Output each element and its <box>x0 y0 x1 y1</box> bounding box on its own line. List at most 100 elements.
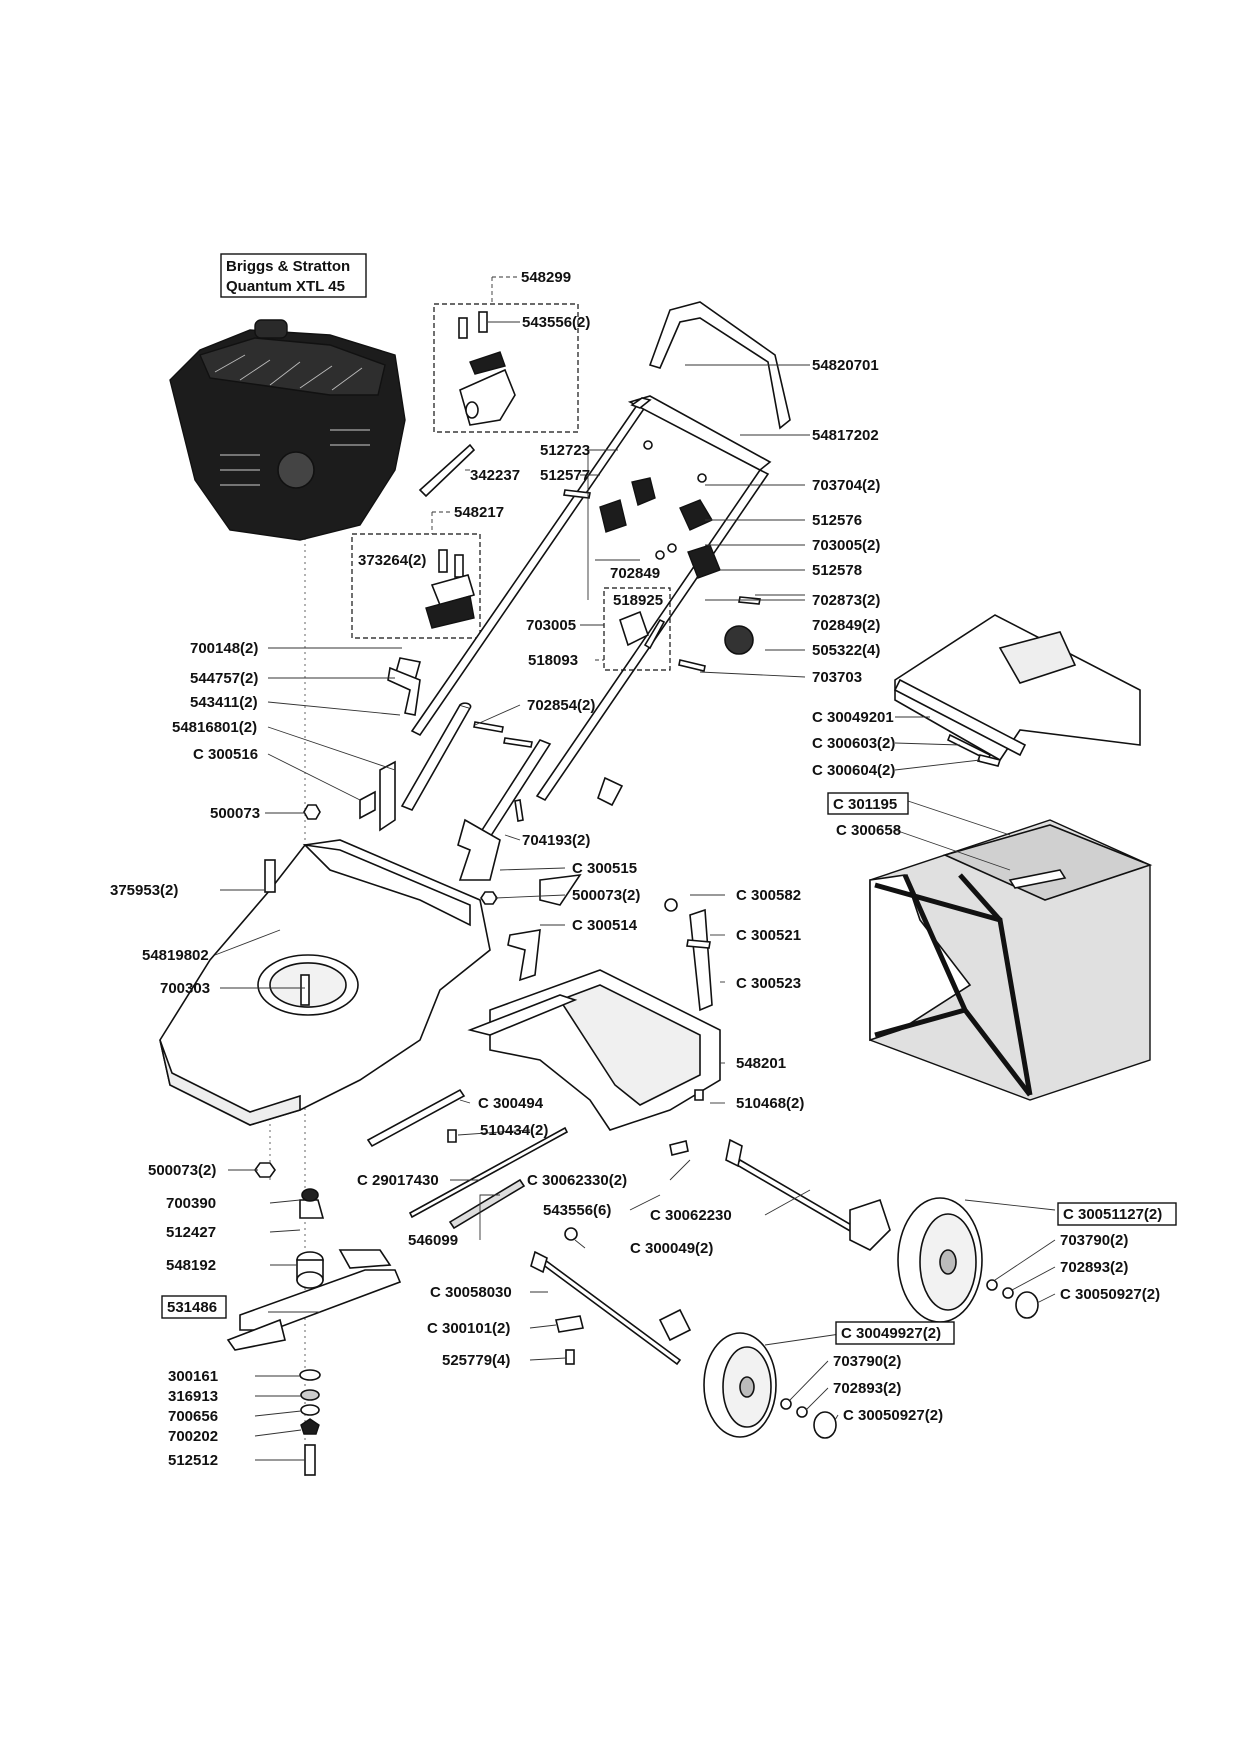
throttle-parts-drawing <box>458 311 516 426</box>
part-label-54819802: 54819802 <box>142 947 209 964</box>
part-label-300161: 300161 <box>168 1368 218 1385</box>
part-label-703704-2: 703704(2) <box>812 477 880 494</box>
part-label-c-29017430: C 29017430 <box>357 1172 439 1189</box>
upper-handle-drawing <box>648 301 791 430</box>
part-label-512576: 512576 <box>812 512 862 529</box>
part-label-702849-2: 702849(2) <box>812 617 880 634</box>
part-label-c-30050927-2b: C 30050927(2) <box>843 1407 943 1424</box>
throttle-group-box <box>433 303 579 433</box>
part-label-c-300494: C 300494 <box>478 1095 544 1112</box>
grass-bag-lid-drawing <box>893 614 1141 767</box>
part-label-c-300523: C 300523 <box>736 975 801 992</box>
part-label-375953-2: 375953(2) <box>110 882 178 899</box>
part-label-316913: 316913 <box>168 1388 218 1405</box>
part-label-704193-2: 704193(2) <box>522 832 590 849</box>
lever-parts-drawing <box>425 549 475 629</box>
part-labels: 548299 543556(2) 54820701 54817202 51272… <box>110 269 1177 1469</box>
part-label-531486-boxed: 531486 <box>161 1295 227 1319</box>
part-label-703005-2: 703005(2) <box>812 537 880 554</box>
strip-drawing <box>366 1088 466 1148</box>
cable-drawing <box>418 443 476 498</box>
part-label-543411-2: 543411(2) <box>190 694 258 711</box>
part-label-373264-2: 373264(2) <box>358 552 426 569</box>
part-label-702893-2a: 702893(2) <box>1060 1259 1128 1276</box>
part-label-518093: 518093 <box>528 652 578 669</box>
lever-group-box <box>351 533 481 639</box>
blade-drawing <box>239 1269 402 1331</box>
part-label-c-300603-2: C 300603(2) <box>812 735 895 752</box>
part-label-c-300101-2: C 300101(2) <box>427 1320 510 1337</box>
part-label-c-30049927-2-boxed: C 30049927(2) <box>835 1321 955 1345</box>
part-label-700303: 700303 <box>160 980 210 997</box>
part-label-54817202: 54817202 <box>812 427 879 444</box>
part-label-c-301195: C 301195 <box>833 796 897 813</box>
part-label-512723: 512723 <box>540 442 590 459</box>
part-label-c-30051127-2: C 30051127(2) <box>1063 1206 1162 1223</box>
part-label-54820701: 54820701 <box>812 357 879 374</box>
part-label-512577: 512577 <box>540 467 590 484</box>
front-wheel-drawing <box>703 1332 777 1438</box>
part-label-512512: 512512 <box>168 1452 218 1469</box>
part-label-702873-2: 702873(2) <box>812 592 880 609</box>
part-label-700148-2: 700148(2) <box>190 640 258 657</box>
part-label-546099: 546099 <box>408 1232 458 1249</box>
part-label-512578: 512578 <box>812 562 862 579</box>
part-label-702893-2b: 702893(2) <box>833 1380 901 1397</box>
part-label-c-30062230: C 30062230 <box>650 1207 732 1224</box>
part-label-342237: 342237 <box>470 467 520 484</box>
part-label-c-300582: C 300582 <box>736 887 801 904</box>
engine-drawing <box>169 319 406 541</box>
part-label-c-300049-2: C 300049(2) <box>630 1240 713 1257</box>
engine-title-line1: Briggs & Stratton <box>226 258 350 275</box>
part-label-c-30051127-2-boxed: C 30051127(2) <box>1057 1202 1177 1226</box>
part-label-543556-2: 543556(2) <box>522 314 590 331</box>
part-label-512427: 512427 <box>166 1224 216 1241</box>
part-label-500073-2b: 500073(2) <box>148 1162 216 1179</box>
part-label-c-300658: C 300658 <box>836 822 901 839</box>
part-label-c-30058030: C 30058030 <box>430 1284 512 1301</box>
spring-drawing <box>448 1178 526 1230</box>
part-label-700656: 700656 <box>168 1408 218 1425</box>
part-label-c-301195-boxed: C 301195 <box>827 792 909 815</box>
part-label-c-300514: C 300514 <box>572 917 638 934</box>
part-label-543556-6: 543556(6) <box>543 1202 611 1219</box>
part-label-548299: 548299 <box>521 269 571 286</box>
part-label-510434-2: 510434(2) <box>480 1122 548 1139</box>
part-label-c-300521: C 300521 <box>736 927 801 944</box>
part-label-703790-2a: 703790(2) <box>1060 1232 1128 1249</box>
part-label-c-30050927-2a: C 30050927(2) <box>1060 1286 1160 1303</box>
part-label-c-30062330-2: C 30062330(2) <box>527 1172 627 1189</box>
cable-clip-group-box <box>603 587 671 671</box>
part-label-548201: 548201 <box>736 1055 786 1072</box>
part-label-c-300516: C 300516 <box>193 746 258 763</box>
part-label-c-30049201: C 30049201 <box>812 709 894 726</box>
part-label-c-30049927-2: C 30049927(2) <box>841 1325 941 1342</box>
part-label-c-300604-2: C 300604(2) <box>812 762 895 779</box>
part-label-702854-2: 702854(2) <box>527 697 595 714</box>
part-label-c-300515: C 300515 <box>572 860 637 877</box>
part-label-703703: 703703 <box>812 669 862 686</box>
part-label-702849: 702849 <box>610 565 660 582</box>
part-label-700390: 700390 <box>166 1195 216 1212</box>
drawings <box>159 301 1153 1480</box>
rear-axle-drawing <box>735 1158 862 1237</box>
part-label-525779-4: 525779(4) <box>442 1352 510 1369</box>
part-label-500073: 500073 <box>210 805 260 822</box>
part-label-703790-2b: 703790(2) <box>833 1353 901 1370</box>
lower-handle-left-drawing <box>400 704 472 812</box>
part-label-544757-2: 544757(2) <box>190 670 258 687</box>
part-label-548217: 548217 <box>454 504 504 521</box>
leader-lines <box>214 276 1056 1461</box>
front-axle-drawing <box>540 1258 682 1366</box>
part-label-500073-2: 500073(2) <box>572 887 640 904</box>
engine-title-box: Briggs & Stratton Quantum XTL 45 <box>220 253 367 298</box>
clamp-512577-drawing <box>599 499 627 533</box>
part-label-518925: 518925 <box>613 592 663 609</box>
part-label-505322-4: 505322(4) <box>812 642 880 659</box>
part-label-531486: 531486 <box>167 1299 217 1316</box>
engine-title-line2: Quantum XTL 45 <box>226 278 345 295</box>
part-label-54816801-2: 54816801(2) <box>172 719 257 736</box>
rear-wheel-drawing <box>897 1197 983 1323</box>
blade-adapter-drawing <box>299 1199 325 1219</box>
